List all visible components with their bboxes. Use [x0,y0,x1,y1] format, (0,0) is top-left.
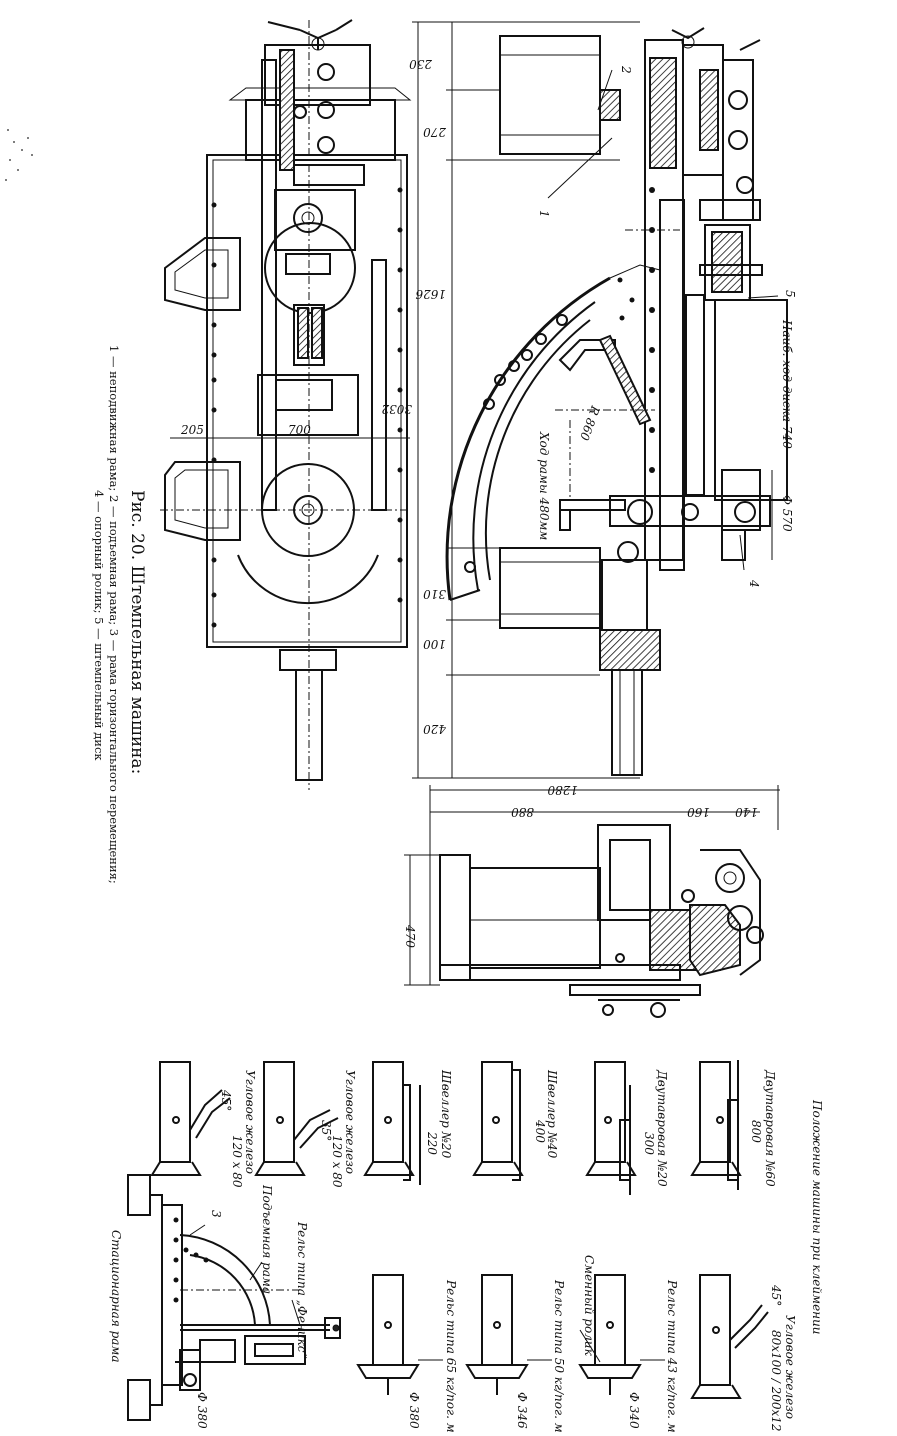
rail-50-dia: Ф 346 [515,1392,529,1429]
frame-stroke-label: Ход рамы 480мм [537,431,551,540]
side-dim-3032: 3032 [381,402,412,416]
beam-60-label: Двутавровая №60 [763,1069,777,1187]
positions-title: Положение машины при клеймении [810,1099,824,1335]
caption-line-2: 4 — опорный ролик; 5 — штемпельный диск [92,490,106,761]
rail-43-dia: Ф 340 [627,1392,641,1429]
channel-40-label: Швеллер №40 [545,1069,559,1159]
angle-45-b: 45° [769,1284,783,1306]
caption-title: Рис. 20. Штемпельная машина: [127,490,147,774]
channel-40-dim: 400 [533,1119,547,1143]
beam-20-dim: 300 [642,1132,656,1155]
channel-20-dim: 220 [425,1131,439,1155]
angle-iron-1-label: Угловое железо [343,1070,357,1174]
rail-43-label: Рельс типа 43 кг/пог. м [665,1279,679,1432]
side-view: 230 270 1626 3032 310 100 420 [381,21,797,779]
angle-iron-2-sketch: Угловое железо 120 x 80 45° [150,1061,257,1188]
lifting-frame-label: Подъемная рама [260,1184,274,1294]
angle-45-a: 45° [219,1089,233,1111]
interchangeable-roller-label: Сменный ролик [582,1255,596,1357]
scan-noise [5,129,33,181]
rail-65-dia: Ф 380 [407,1392,421,1429]
side-dim-230: 230 [409,57,433,71]
rail-50-sketch: Рельс типа 50 кг/пог. м Ф 346 [465,1274,566,1433]
side-dim-420: 420 [423,722,447,736]
side-dim-270: 270 [423,125,447,139]
beam-60-sketch: Двутавровая №60 800 [690,1060,777,1190]
angle-iron-1-dim: 120 x 80 [330,1135,344,1188]
end-dim-880: 880 [511,805,534,819]
disk-stroke-label: Наиб. ход диска 740 [780,319,794,449]
radius-860-label: R 860 [577,403,603,443]
channel-20-label: Швеллер №20 [439,1069,453,1159]
disk-dia-label: Ф 570 [780,495,794,532]
small-view-dia: Ф 380 [195,1392,209,1429]
plan-dim-205: 205 [180,423,204,437]
channel-40-sketch: Швеллер №40 400 [472,1061,559,1181]
phoenix-rail-label: Рельс типа „Феникс“ [295,1221,309,1359]
callout-2: 2 [619,65,633,74]
side-dim-1626: 1626 [415,287,446,301]
caption-line-1: 1 — неподвижная рама; 2 — подъемная рама… [107,345,121,884]
rail-43-sketch: Рельс типа 43 кг/пог. м Ф 340 Сменный ро… [578,1255,679,1433]
callout-4: 4 [747,579,761,588]
beam-60-dim: 800 [749,1120,763,1143]
angle-iron-1-sketch: Угловое железо 120 x 80 35° [254,1061,357,1188]
end-dim-160: 160 [687,805,710,819]
angle-iron-rail-dim: 80x100 / 200x120 [769,1330,783,1432]
angle-iron-2-dim: 120 x 80 [230,1135,244,1188]
callout-1: 1 [537,210,551,218]
stationary-frame-label: Стационарная рама [109,1230,123,1363]
rail-50-label: Рельс типа 50 кг/пог. м [552,1279,566,1432]
figure-caption: Рис. 20. Штемпельная машина: 1 — неподви… [92,345,147,884]
end-dim-470: 470 [403,924,417,948]
angle-35: 35° [319,1120,333,1141]
positions-panel: Положение машины при клеймении Двутавров… [109,1060,824,1436]
end-dim-140: 140 [735,805,758,819]
angle-iron-rail-sketch: 45° Угловое железо 80x100 / 200x120 [690,1274,797,1436]
beam-20-sketch: Двутавровая №20 300 [585,1061,669,1195]
rivets [211,187,403,628]
small-side-view: Стационарная рама Подъемная рама Рельс т… [109,1174,341,1429]
frame-3-label: 3 [209,1210,223,1218]
side-dim-310: 310 [423,587,446,601]
angle-iron-2-label: Угловое железо [243,1070,257,1174]
plan-view: 205 700 [160,19,412,790]
plan-dim-700: 700 [288,423,311,437]
rail-65-label: Рельс типа 65 кг/пог. м [444,1279,458,1432]
beam-20-label: Двутавровая №20 [655,1069,669,1187]
channel-20-sketch: Швеллер №20 220 [363,1061,453,1185]
side-dim-100: 100 [423,637,446,651]
end-dim-1280: 1280 [547,783,578,797]
end-view: 1280 880 160 140 470 [403,783,780,1018]
angle-iron-rail-label: Угловое железо [783,1315,797,1419]
callout-5: 5 [783,290,797,298]
rail-65-sketch: Рельс типа 65 кг/пог. м Ф 380 [356,1274,458,1433]
